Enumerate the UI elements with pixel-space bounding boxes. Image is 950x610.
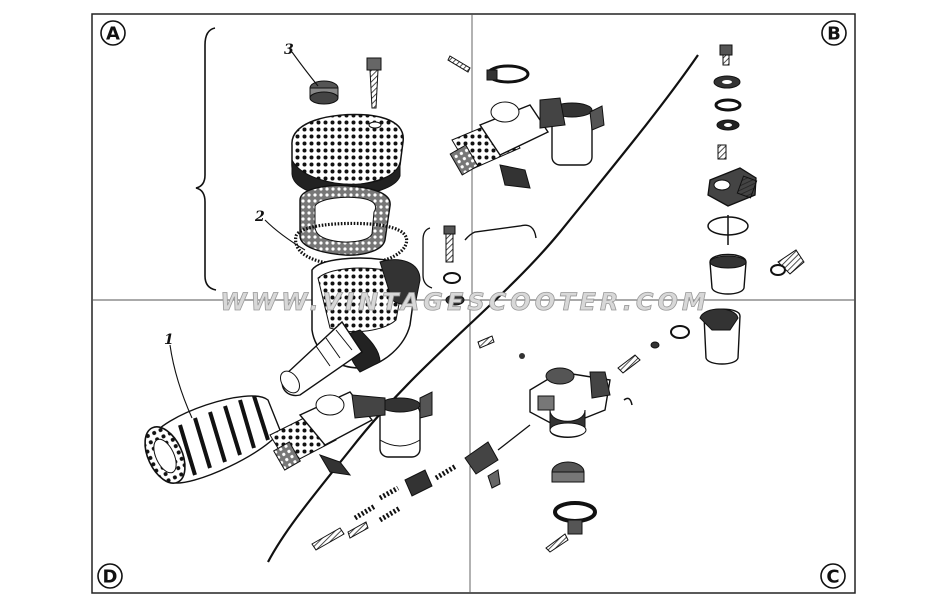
intake-horn [279,320,363,397]
small-bracket [422,227,433,289]
leader-line-3 [291,51,319,87]
fixing-bolt [443,225,456,263]
clamp-screw-top [447,55,471,73]
rubber-intake-bellow [144,395,281,484]
filter-cover [291,113,404,197]
quadrant-label-b-text: B [827,24,841,45]
jet-parts-c [545,341,660,553]
callout-3: 3 [284,42,294,58]
diagonal-divider [267,54,699,563]
callout-2: 2 [254,209,265,225]
carburetor-body-exploded [529,367,611,438]
watermark-text: WWW.VINTAGESCOOTER.COM [220,288,710,316]
carburetor-assembled-lower [269,391,433,476]
stud-bolt [366,57,382,109]
leader-line-1 [169,344,193,419]
assembly-brace [195,27,217,291]
clamp-collar-top [486,64,530,84]
quadrant-label-a-text: A [106,24,120,45]
lock-nut [445,294,465,306]
carburetor-assembled-upper [449,97,605,189]
leader-line-2 [264,219,306,251]
quadrant-label-d-text: D [103,567,118,588]
gasket [294,221,409,267]
float-chamber-parts [707,44,805,295]
slide-and-needle [464,335,531,489]
quadrant-label-c-text: C [826,567,839,588]
quadrant-label-c: C [820,563,846,589]
quadrant-label-a: A [100,20,126,46]
float-bowl-c [670,308,741,365]
spring-washer [443,272,461,284]
filter-element [299,184,391,256]
quadrant-label-b: B [821,20,847,46]
cap-nut [309,80,339,105]
brace-join [464,224,537,241]
quadrant-label-d: D [97,563,123,589]
diagram-frame [91,13,856,594]
callout-1: 1 [164,332,174,348]
screws-and-springs [311,463,458,551]
